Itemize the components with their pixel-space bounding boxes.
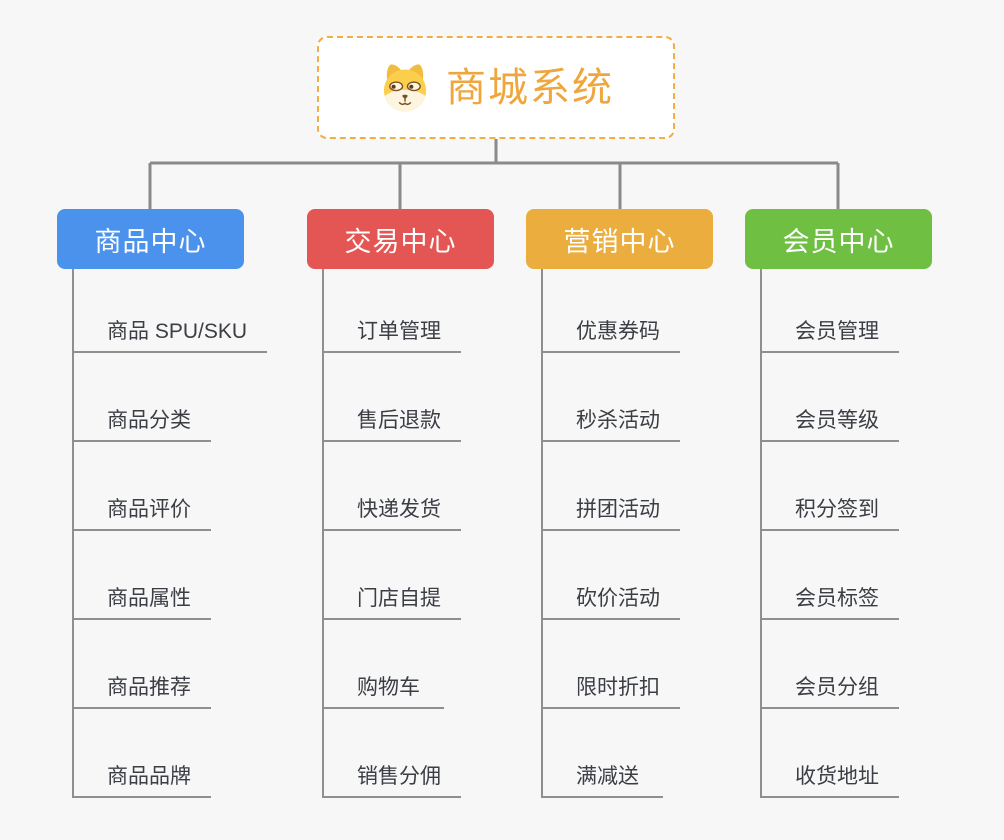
branch-member-center: 会员中心 会员管理 会员等级 积分签到 会员标签 会员分组 收货地址 xyxy=(745,209,932,798)
branch-items-product-center: 商品 SPU/SKU 商品分类 商品评价 商品属性 商品推荐 商品品牌 xyxy=(72,269,268,798)
topic-item[interactable]: 快递发货 xyxy=(324,442,461,531)
branch-marketing-center: 营销中心 优惠券码 秒杀活动 拼团活动 砍价活动 限时折扣 满减送 xyxy=(526,209,713,798)
branch-header-marketing-center[interactable]: 营销中心 xyxy=(526,209,713,269)
branch-header-trade-center[interactable]: 交易中心 xyxy=(307,209,494,269)
topic-item[interactable]: 秒杀活动 xyxy=(543,353,680,442)
topic-item[interactable]: 限时折扣 xyxy=(543,620,680,709)
topic-item[interactable]: 拼团活动 xyxy=(543,442,680,531)
branch-trade-center: 交易中心 订单管理 售后退款 快递发货 门店自提 购物车 销售分佣 xyxy=(307,209,494,798)
topic-item[interactable]: 订单管理 xyxy=(324,269,461,353)
branch-header-member-center[interactable]: 会员中心 xyxy=(745,209,932,269)
topic-item[interactable]: 售后退款 xyxy=(324,353,461,442)
topic-item[interactable]: 优惠券码 xyxy=(543,269,680,353)
topic-item[interactable]: 商品品牌 xyxy=(74,709,211,798)
doge-icon xyxy=(383,63,427,112)
topic-item[interactable]: 商品推荐 xyxy=(74,620,211,709)
topic-item[interactable]: 会员标签 xyxy=(762,531,899,620)
topic-item[interactable]: 商品评价 xyxy=(74,442,211,531)
topic-item[interactable]: 商品属性 xyxy=(74,531,211,620)
topic-item[interactable]: 会员等级 xyxy=(762,353,899,442)
topic-item[interactable]: 购物车 xyxy=(324,620,444,709)
branch-items-marketing-center: 优惠券码 秒杀活动 拼团活动 砍价活动 限时折扣 满减送 xyxy=(541,269,713,798)
topic-item[interactable]: 砍价活动 xyxy=(543,531,680,620)
root-node[interactable]: 商城系统 xyxy=(317,36,675,139)
topic-item[interactable]: 商品分类 xyxy=(74,353,211,442)
branch-items-member-center: 会员管理 会员等级 积分签到 会员标签 会员分组 收货地址 xyxy=(760,269,932,798)
topic-item[interactable]: 销售分佣 xyxy=(324,709,461,798)
topic-item[interactable]: 会员分组 xyxy=(762,620,899,709)
branch-items-trade-center: 订单管理 售后退款 快递发货 门店自提 购物车 销售分佣 xyxy=(322,269,494,798)
topic-item[interactable]: 门店自提 xyxy=(324,531,461,620)
topic-item[interactable]: 会员管理 xyxy=(762,269,899,353)
topic-item[interactable]: 商品 SPU/SKU xyxy=(74,269,268,353)
topic-item[interactable]: 积分签到 xyxy=(762,442,899,531)
branch-header-product-center[interactable]: 商品中心 xyxy=(57,209,244,269)
root-title: 商城系统 xyxy=(446,65,614,110)
topic-item[interactable]: 满减送 xyxy=(543,709,663,798)
branch-product-center: 商品中心 商品 SPU/SKU 商品分类 商品评价 商品属性 商品推荐 商品品牌 xyxy=(57,209,268,798)
topic-item[interactable]: 收货地址 xyxy=(762,709,899,798)
